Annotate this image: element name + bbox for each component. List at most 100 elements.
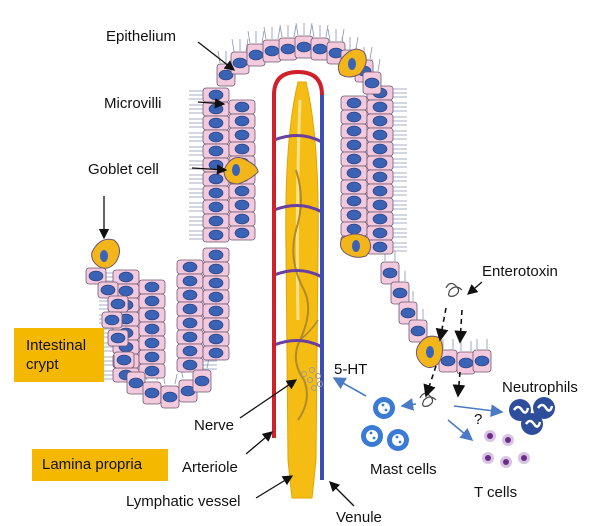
- label-microvilli: Microvilli: [104, 95, 162, 112]
- cell-nucleus: [183, 360, 197, 370]
- t-cells: [482, 430, 530, 468]
- cell-nucleus: [281, 44, 295, 54]
- mast-cell: [387, 429, 409, 451]
- cell-nucleus: [111, 299, 125, 309]
- cell-nucleus: [373, 214, 387, 224]
- microvillus: [328, 29, 344, 41]
- cell-nucleus: [209, 90, 223, 100]
- cell-nucleus: [373, 228, 387, 238]
- microvillus: [189, 105, 203, 113]
- microvillus: [393, 229, 407, 237]
- cell-nucleus: [145, 366, 159, 376]
- cell-nucleus: [209, 348, 223, 358]
- label-epithelium: Epithelium: [106, 28, 176, 45]
- microvillus: [393, 145, 407, 153]
- mast-cells: [361, 397, 409, 451]
- goblet-nucleus: [348, 58, 356, 70]
- microvillus: [393, 173, 407, 181]
- label-mast-cells: Mast cells: [370, 461, 437, 478]
- microvillus: [189, 231, 203, 239]
- microvillus: [393, 131, 407, 139]
- cell-nucleus: [209, 278, 223, 288]
- cell-nucleus: [111, 333, 125, 343]
- label-goblet-cell: Goblet cell: [88, 161, 159, 178]
- cell-nucleus: [313, 44, 327, 54]
- intestinal-crypt-box: Intestinal crypt: [14, 328, 104, 382]
- cell-nucleus: [101, 285, 115, 295]
- microvillus: [189, 91, 203, 99]
- lymphatic-vessel: [286, 82, 319, 498]
- cell-nucleus: [183, 304, 197, 314]
- label-enterotoxin: Enterotoxin: [482, 263, 558, 280]
- cell-nucleus: [347, 126, 361, 136]
- cell-nucleus: [89, 271, 103, 281]
- cell-nucleus: [119, 286, 133, 296]
- neutrophil: [521, 413, 543, 435]
- microvillus: [296, 23, 312, 35]
- cell-nucleus: [209, 188, 223, 198]
- label-question: ?: [474, 411, 482, 428]
- microvillus: [203, 361, 217, 369]
- cell-nucleus: [145, 324, 159, 334]
- cell-nucleus: [347, 98, 361, 108]
- cell-nucleus: [129, 378, 143, 388]
- microvillus: [477, 339, 487, 349]
- microvillus: [189, 119, 203, 127]
- cell-nucleus: [209, 174, 223, 184]
- cell-nucleus: [105, 315, 119, 325]
- cell-nucleus: [183, 262, 197, 272]
- mast-cell: [373, 397, 395, 419]
- cell-nucleus: [235, 228, 249, 238]
- label-neutrophils: Neutrophils: [502, 379, 578, 396]
- cell-nucleus: [145, 338, 159, 348]
- cell-nucleus: [209, 306, 223, 316]
- microvillus: [393, 103, 407, 111]
- cell-nucleus: [347, 224, 361, 234]
- cell-nucleus: [209, 146, 223, 156]
- cell-nucleus: [373, 130, 387, 140]
- cell-nucleus: [411, 326, 425, 336]
- microvillus: [393, 117, 407, 125]
- cell-nucleus: [233, 58, 247, 68]
- cell-nucleus: [145, 352, 159, 362]
- goblet-nucleus: [100, 250, 108, 262]
- cell-nucleus: [347, 140, 361, 150]
- cell-nucleus: [195, 376, 209, 386]
- cell-nucleus: [209, 334, 223, 344]
- label-venule: Venule: [336, 509, 382, 526]
- cell-nucleus: [183, 276, 197, 286]
- goblet-nucleus: [426, 346, 434, 358]
- cell-nucleus: [347, 196, 361, 206]
- cell-nucleus: [145, 296, 159, 306]
- microvillus: [189, 133, 203, 141]
- label-5ht: 5-HT: [334, 361, 367, 378]
- cell-nucleus: [373, 158, 387, 168]
- microvillus: [189, 203, 203, 211]
- cell-nucleus: [235, 186, 249, 196]
- microvillus: [393, 187, 407, 195]
- cell-nucleus: [373, 102, 387, 112]
- cell-nucleus: [209, 264, 223, 274]
- microvillus: [232, 39, 248, 51]
- cell-nucleus: [209, 132, 223, 142]
- label-nerve: Nerve: [194, 417, 234, 434]
- cell-nucleus: [209, 118, 223, 128]
- cell-nucleus: [373, 242, 387, 252]
- microvillus: [393, 89, 407, 97]
- cell-nucleus: [347, 168, 361, 178]
- cell-nucleus: [401, 308, 415, 318]
- label-t-cells: T cells: [474, 484, 517, 501]
- cell-nucleus: [145, 388, 159, 398]
- neutrophils: [509, 397, 555, 435]
- cell-nucleus: [183, 332, 197, 342]
- cell-nucleus: [373, 200, 387, 210]
- cell-nucleus: [373, 144, 387, 154]
- cell-nucleus: [373, 116, 387, 126]
- cell-nucleus: [209, 320, 223, 330]
- cell-nucleus: [383, 268, 397, 278]
- intestinal-crypt-line2: crypt: [26, 355, 104, 374]
- cell-nucleus: [209, 216, 223, 226]
- cell-nucleus: [235, 130, 249, 140]
